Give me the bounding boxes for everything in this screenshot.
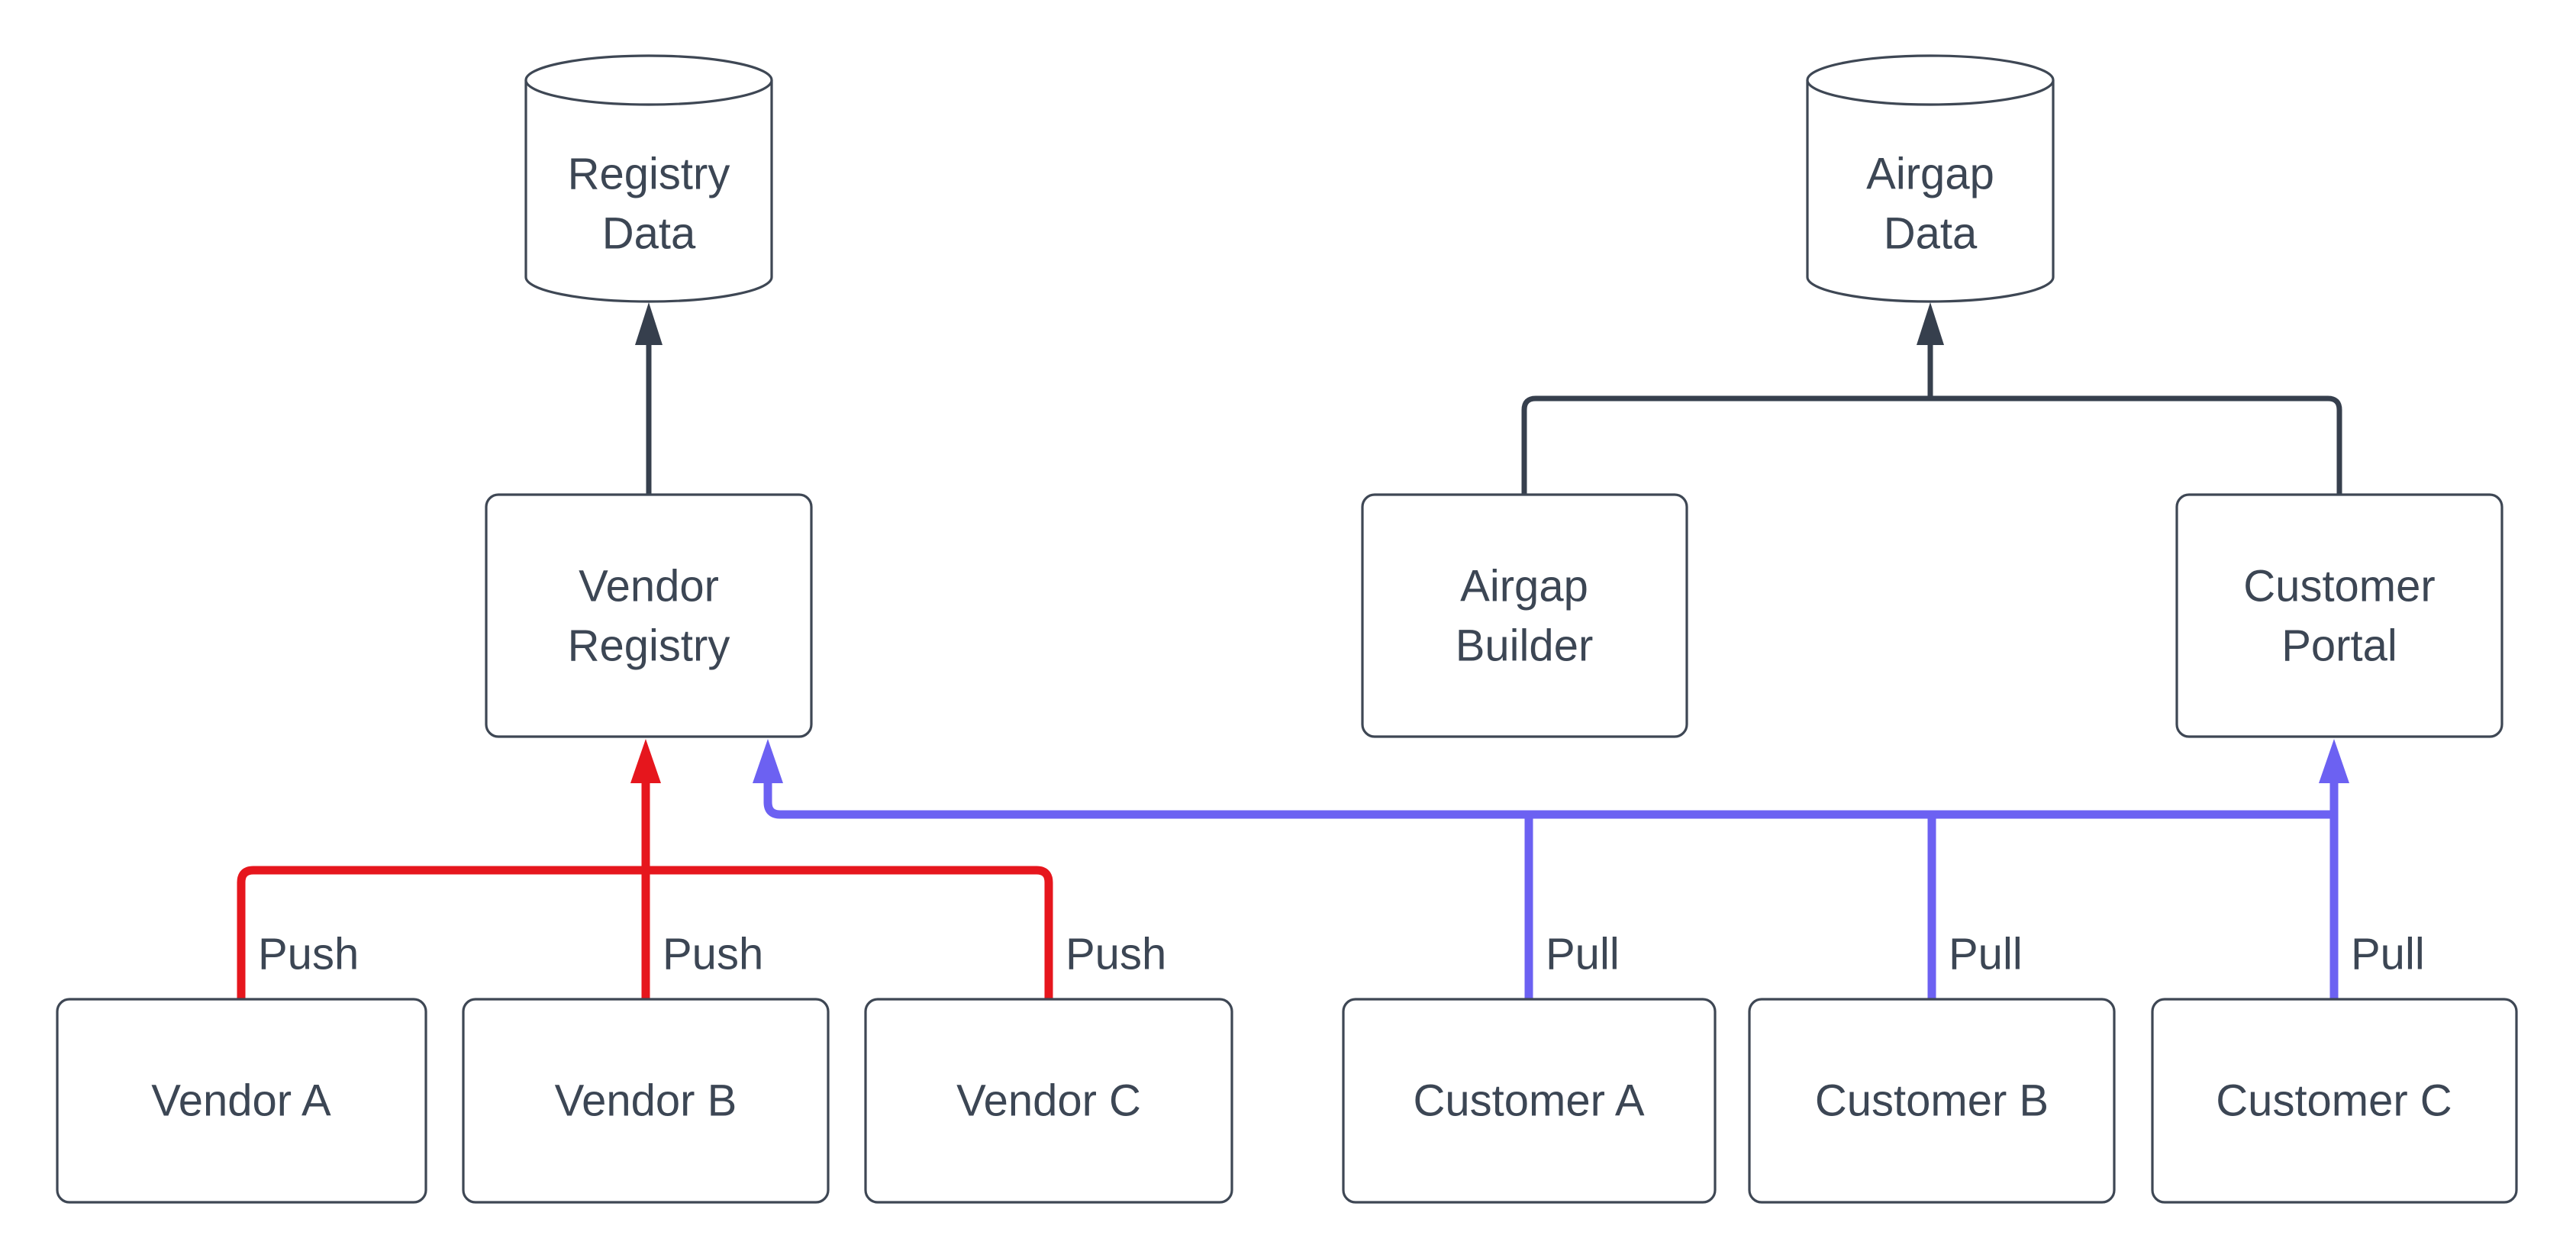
- edge-label-push-b: Push: [663, 930, 763, 979]
- nodes-layer: Registry Data Airgap Data Vendor Registr…: [56, 54, 2518, 1204]
- arrowhead-up-icon: [635, 302, 663, 345]
- node-label: Data: [602, 209, 696, 259]
- node-label: Vendor C: [956, 1076, 1141, 1126]
- node-customer-b[interactable]: Customer B: [1748, 998, 2116, 1204]
- node-customer-a[interactable]: Customer A: [1342, 998, 1717, 1204]
- node-airgap-data[interactable]: Airgap Data: [1806, 54, 2055, 303]
- node-customer-portal[interactable]: Customer Portal: [2175, 493, 2503, 738]
- node-box: [462, 998, 830, 1204]
- node-label: Data: [1884, 209, 1978, 259]
- node-label: Airgap: [1866, 150, 1994, 199]
- edges-layer: [237, 302, 2349, 999]
- node-vendor-c[interactable]: Vendor C: [864, 998, 1233, 1204]
- edge-label-pull-b: Pull: [1949, 930, 2023, 979]
- node-label: Customer A: [1414, 1076, 1645, 1126]
- node-box: [1361, 493, 1688, 738]
- node-box: [864, 998, 1233, 1204]
- arrowhead-up-icon: [753, 739, 783, 783]
- edge-label-pull-a: Pull: [1546, 930, 1620, 979]
- node-label: Vendor A: [151, 1076, 331, 1126]
- node-label: Registry: [568, 150, 730, 199]
- cylinder-body: [1806, 80, 2055, 303]
- edge-label-pull-c: Pull: [2351, 930, 2425, 979]
- edge-pull-trunk[interactable]: [763, 780, 2334, 819]
- node-box: [2151, 998, 2518, 1204]
- node-label: Customer C: [2216, 1076, 2452, 1126]
- node-vendor-registry[interactable]: Vendor Registry: [485, 493, 813, 738]
- node-vendor-a[interactable]: Vendor A: [56, 998, 427, 1204]
- node-box: [1748, 998, 2116, 1204]
- cylinder-body: [524, 80, 773, 303]
- node-label: Builder: [1456, 621, 1594, 671]
- edge-builder-portal-bracket[interactable]: [1521, 395, 2342, 495]
- node-label: Airgap: [1460, 562, 1588, 611]
- node-label: Customer B: [1815, 1076, 2049, 1126]
- cylinder-top: [524, 54, 773, 106]
- arrowhead-up-icon: [2319, 739, 2349, 783]
- node-label: Portal: [2281, 621, 2397, 671]
- node-box: [2175, 493, 2503, 738]
- node-label: Customer: [2243, 562, 2435, 611]
- node-box: [56, 998, 427, 1204]
- node-label: Vendor: [579, 562, 719, 611]
- node-airgap-builder[interactable]: Airgap Builder: [1361, 493, 1688, 738]
- node-box: [485, 493, 813, 738]
- edge-labels-layer: Push Push Push Pull Pull Pull: [258, 930, 2425, 979]
- node-label: Registry: [568, 621, 730, 671]
- arrowhead-up-icon: [1917, 302, 1944, 345]
- node-customer-c[interactable]: Customer C: [2151, 998, 2518, 1204]
- edge-label-push-a: Push: [258, 930, 359, 979]
- node-box: [1342, 998, 1717, 1204]
- node-registry-data[interactable]: Registry Data: [524, 54, 773, 303]
- node-vendor-b[interactable]: Vendor B: [462, 998, 830, 1204]
- arrowhead-up-icon: [630, 739, 661, 783]
- cylinder-top: [1806, 54, 2055, 106]
- edge-label-push-c: Push: [1066, 930, 1166, 979]
- node-label: Vendor B: [555, 1076, 737, 1126]
